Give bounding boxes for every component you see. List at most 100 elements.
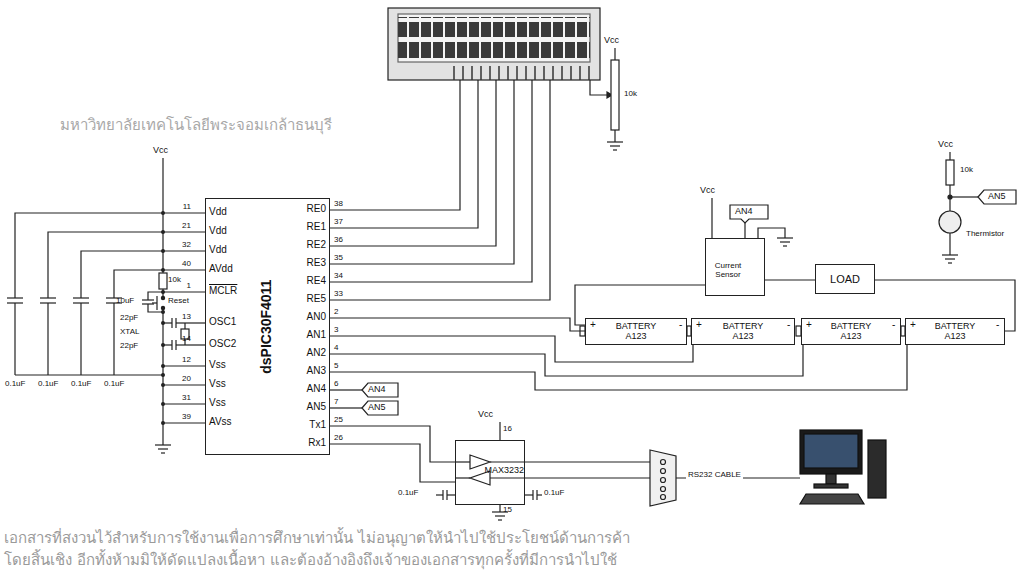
temperature-sensor — [939, 152, 1016, 263]
polarity-sign: - — [787, 320, 790, 330]
max3232-internals-part — [537, 494, 542, 495]
temperature-sensor-part — [949, 233, 950, 255]
battery-cell: BATTERY A123 — [801, 318, 901, 345]
pin-number: 1 — [169, 282, 191, 290]
crystal-oscillator-part — [163, 322, 172, 323]
watermark: มหาวิทยาลัยเทคโนโลยีพระจอมเกล้าธนบุรี — [60, 118, 332, 133]
crystal-oscillator-part — [184, 323, 185, 329]
pin-name: AN0 — [292, 312, 326, 322]
crystal-oscillator-part — [175, 318, 176, 328]
temperature-sensor-part — [978, 190, 1016, 204]
component-value: 0.1uF — [71, 380, 91, 388]
supply-label: Vcc — [604, 36, 619, 45]
watermark: เอกสารที่สงวนไว้สำหรับการใช้งานเพื่อการศ… — [4, 531, 630, 546]
pin-number: 21 — [169, 222, 191, 230]
pin-name: MCLR — [209, 286, 237, 296]
current-sensor-box: Current Sensor — [705, 238, 765, 296]
polarity-sign: + — [590, 320, 596, 330]
cable-label: RS232 CABLE — [686, 471, 743, 479]
current-sensor-wiring-part — [744, 223, 745, 238]
net-flags-part — [362, 401, 398, 415]
node-text: BATTERY A123 — [611, 322, 661, 342]
lcd-module-part — [398, 17, 590, 37]
pin-name: RE3 — [292, 258, 326, 268]
pin-name: RE4 — [292, 276, 326, 286]
battery-cell: BATTERY A123 — [585, 318, 687, 345]
pin-name: OSC1 — [209, 317, 236, 327]
max3232-internals-part — [532, 490, 533, 500]
decoupling-capacitors-part — [7, 297, 23, 298]
pin-number: 34 — [334, 272, 343, 280]
component-value: 0.1uF — [38, 380, 58, 388]
serial-connector-part — [661, 487, 666, 492]
wire — [330, 444, 455, 482]
pin-name: RE1 — [292, 222, 326, 232]
pin-number: 32 — [169, 241, 191, 249]
power-bus-part — [161, 211, 165, 425]
polarity-sign: - — [996, 320, 999, 330]
contrast-potentiometer — [607, 48, 623, 150]
power-bus-part-part — [161, 383, 165, 387]
component-value: 0.1uF — [544, 489, 564, 497]
serial-connector-part — [661, 469, 666, 474]
pin-number: 26 — [334, 434, 343, 442]
battery-cell: BATTERY A123 — [905, 318, 1005, 345]
pin-number: 2 — [334, 308, 338, 316]
pin-name: AN4 — [292, 384, 326, 394]
pin-name: Vdd — [209, 245, 227, 255]
wire — [765, 279, 815, 280]
component-value: 10k — [624, 90, 637, 98]
decoupling-capacitors-part — [15, 213, 205, 298]
net-label: AN4 — [368, 385, 386, 394]
max3232-internals-part — [490, 477, 525, 478]
pin-number: 5 — [334, 362, 338, 370]
temperature-sensor-part — [942, 254, 958, 255]
contrast-potentiometer-part — [610, 145, 620, 146]
pin-name: RE0 — [292, 204, 326, 214]
max3232-chip: MAX3232 — [455, 440, 525, 505]
pin-number: 14 — [169, 335, 191, 343]
supply-label: Vcc — [478, 410, 493, 419]
polarity-sign: + — [910, 320, 916, 330]
polarity-sign: + — [806, 320, 812, 330]
pin-name: OSC2 — [209, 339, 236, 349]
decoupling-capacitors-part — [48, 232, 205, 298]
node-text: LOAD — [830, 273, 860, 285]
lcd-module — [388, 8, 600, 80]
net-label: AN4 — [735, 207, 753, 216]
power-bus-part — [163, 384, 205, 385]
serial-connector-part — [650, 450, 676, 506]
battery-cell: BATTERY A123 — [691, 318, 795, 345]
lcd-wires-part — [330, 80, 532, 282]
wire — [330, 345, 803, 376]
power-bus-part-part — [161, 364, 165, 368]
pin-number: 37 — [334, 218, 343, 226]
pin-number: 4 — [334, 344, 338, 352]
contrast-potentiometer-part — [614, 130, 615, 142]
power-bus — [142, 158, 205, 453]
power-bus-part-part — [161, 310, 165, 314]
net-label: AN5 — [368, 403, 386, 412]
lcd-wires-part — [330, 80, 460, 210]
supply-label: Vcc — [938, 140, 953, 149]
crystal-oscillator-part — [175, 340, 176, 350]
max3232-internals-part — [495, 515, 505, 516]
power-bus-part — [163, 403, 205, 404]
power-bus-part — [155, 444, 171, 445]
pin-name: RE5 — [292, 294, 326, 304]
pin-name: Vss — [209, 360, 226, 370]
serial-connector-part — [661, 460, 666, 465]
power-bus-part-part — [161, 421, 165, 425]
node-text: BATTERY A123 — [718, 322, 768, 342]
max3232-internals-part — [447, 494, 455, 495]
component-value: 22pF — [120, 314, 138, 322]
max3232-internals-part — [498, 519, 502, 520]
pin-number: 33 — [334, 290, 343, 298]
lcd-wires-part — [330, 80, 514, 264]
computer-icon-part — [800, 494, 864, 504]
node-text: MAX3232 — [484, 466, 524, 476]
node-text: Current Sensor — [706, 262, 750, 280]
power-bus-part — [163, 422, 205, 423]
lcd-wires-part — [590, 80, 607, 95]
